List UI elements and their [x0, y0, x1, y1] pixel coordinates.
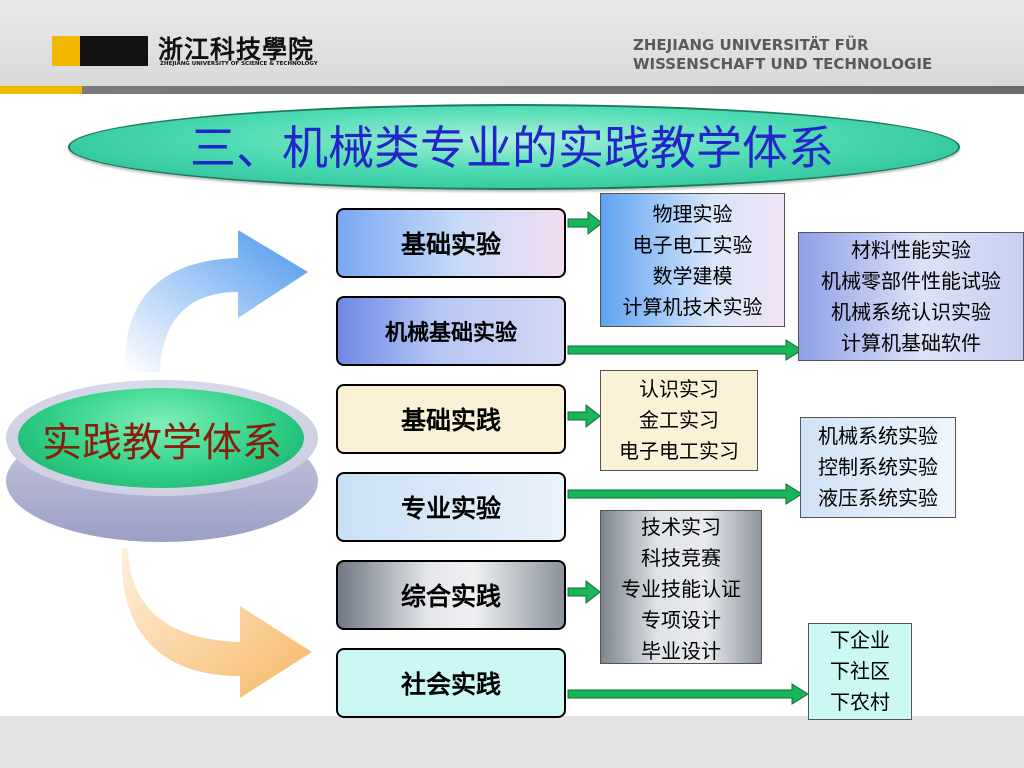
detail-box-3: 认识实习 金工实习 电子电工实习 — [600, 370, 758, 471]
detail-item: 认识实习 — [639, 377, 719, 401]
detail-item: 液压系统实验 — [818, 486, 938, 510]
header-en-line1: ZHEJIANG UNIVERSITÄT FÜR — [633, 36, 869, 54]
header-stripe — [0, 86, 1024, 94]
center-disk-inner — [18, 388, 304, 488]
category-box-6: 社会实践 — [336, 648, 566, 718]
school-name-cn: 浙江科技學院 — [158, 35, 315, 64]
detail-item: 机械零部件性能试验 — [821, 269, 1001, 293]
lower-curved-arrow — [121, 548, 312, 698]
logo-yellow-block — [52, 36, 80, 66]
category-label: 专业实验 — [400, 494, 501, 523]
detail-item: 数学建模 — [652, 264, 733, 288]
detail-item: 机械系统认识实验 — [831, 300, 991, 324]
category-label: 基础实验 — [400, 230, 501, 259]
connector-arrow — [567, 579, 601, 605]
detail-item: 物理实验 — [652, 202, 733, 226]
school-name-en: ZHEJIANG UNIVERSITY OF SCIENCE & TECHNOL… — [160, 61, 318, 67]
connector-arrow — [567, 339, 803, 361]
detail-box-4: 机械系统实验 控制系统实验 液压系统实验 — [800, 417, 956, 518]
detail-item: 下社区 — [830, 659, 890, 683]
connector-arrow — [567, 403, 601, 429]
detail-item: 下农村 — [830, 690, 890, 714]
detail-item: 金工实习 — [639, 408, 719, 432]
detail-item: 机械系统实验 — [818, 424, 938, 448]
category-box-1: 基础实验 — [336, 208, 566, 278]
category-label: 机械基础实验 — [384, 320, 517, 346]
detail-box-5: 技术实习 科技竞赛 专业技能认证 专项设计 毕业设计 — [600, 510, 762, 664]
header-en-line2: WISSENSCHAFT UND TECHNOLOGIE — [633, 55, 933, 73]
slide-title: 三、机械类专业的实践教学体系 — [190, 121, 834, 175]
logo-black-block — [80, 36, 148, 66]
detail-item: 专业技能认证 — [621, 577, 741, 601]
detail-item: 控制系统实验 — [818, 455, 938, 479]
detail-item: 电子电工实验 — [632, 233, 753, 257]
connector-arrow — [567, 683, 809, 705]
detail-box-6: 下企业 下社区 下农村 — [808, 623, 912, 720]
footer-bar — [0, 716, 1024, 768]
detail-item: 计算机技术实验 — [622, 295, 763, 319]
detail-box-2: 材料性能实验 机械零部件性能试验 机械系统认识实验 计算机基础软件 — [798, 232, 1024, 361]
detail-item: 材料性能实验 — [851, 238, 971, 262]
category-box-2: 机械基础实验 — [336, 296, 566, 366]
category-label: 社会实践 — [400, 670, 501, 699]
detail-item: 毕业设计 — [641, 639, 721, 663]
upper-curved-arrow — [124, 230, 308, 372]
category-label: 综合实践 — [400, 582, 501, 611]
detail-item: 下企业 — [830, 628, 890, 652]
category-label: 基础实践 — [400, 406, 501, 435]
detail-item: 技术实习 — [641, 515, 721, 539]
header-bar — [0, 0, 1024, 86]
category-box-4: 专业实验 — [336, 472, 566, 542]
header-en-text: ZHEJIANG UNIVERSITÄT FÜR WISSENSCHAFT UN… — [633, 36, 932, 74]
center-label: 实践教学体系 — [42, 420, 282, 466]
category-box-3: 基础实践 — [336, 384, 566, 454]
connector-arrow — [567, 210, 603, 236]
title-oval — [68, 104, 960, 190]
category-box-5: 综合实践 — [336, 560, 566, 630]
detail-item: 计算机基础软件 — [841, 331, 981, 355]
detail-item: 电子电工实习 — [619, 439, 739, 463]
detail-item: 科技竞赛 — [641, 546, 721, 570]
detail-box-1: 物理实验 电子电工实验 数学建模 计算机技术实验 — [600, 193, 785, 327]
connector-arrow — [567, 483, 803, 505]
detail-item: 专项设计 — [641, 608, 721, 632]
